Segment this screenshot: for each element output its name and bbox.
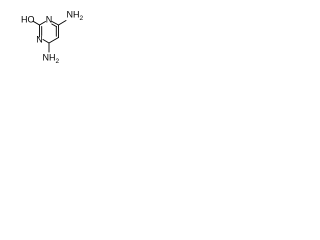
nh2-bottom-main: NH xyxy=(43,53,56,63)
chemical-structure-canvas: HO N N NH2 NH2 xyxy=(0,0,100,72)
ring-bonds xyxy=(39,21,59,44)
double-bond-n1-c6-inner xyxy=(51,23,57,28)
bond-c6-nh2-top xyxy=(58,20,67,26)
bond-n1-c6 xyxy=(51,21,59,26)
bond-c5-c4 xyxy=(48,37,59,44)
nh2-top-main: NH xyxy=(67,10,80,20)
atom-label-n-top: N xyxy=(46,15,53,25)
atom-label-nh2-top: NH2 xyxy=(67,10,84,23)
nh2-bottom-subscript: 2 xyxy=(56,58,60,65)
atom-label-n-bottom: N xyxy=(36,35,43,45)
bond-c4-n3 xyxy=(42,39,50,44)
atom-label-nh2-bottom: NH2 xyxy=(43,53,60,66)
pyrimidine-structure-diagram: HO N N NH2 NH2 xyxy=(21,10,84,66)
nh2-top-subscript: 2 xyxy=(80,15,84,22)
atom-label-ho: HO xyxy=(21,15,35,25)
bond-c2-n1 xyxy=(39,21,46,26)
bond-c2-oh xyxy=(32,20,40,26)
substituent-bonds xyxy=(32,20,67,53)
